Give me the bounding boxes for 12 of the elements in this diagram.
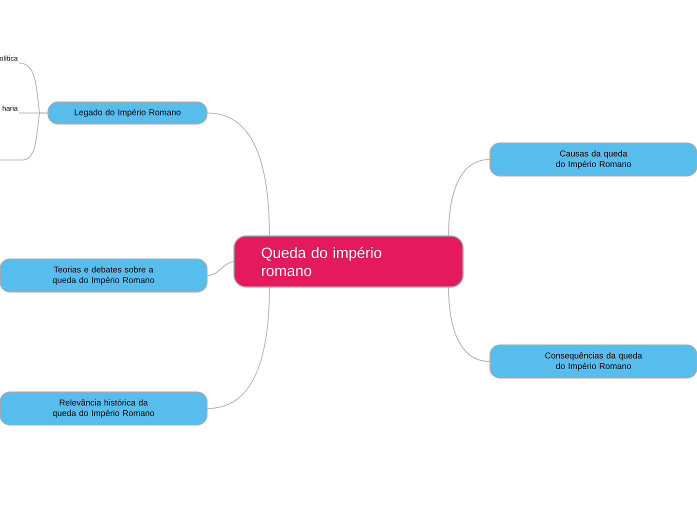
connector-line <box>207 287 270 409</box>
topic-box: Causas da queda do Império Romano <box>490 142 697 176</box>
topic-box: Teorias e debates sobre a queda do Império Romano <box>0 258 208 292</box>
connector-line <box>448 287 490 362</box>
topic-box: Legado do Império Romano <box>48 102 208 124</box>
topic-box: Relevância histórica da queda do Império Romano <box>0 391 208 426</box>
connector-line <box>207 261 234 276</box>
connector-line <box>448 159 490 236</box>
central-topic-box: Queda do império romano <box>233 235 464 288</box>
topic-box: Consequências da queda do Império Romano <box>490 344 697 378</box>
connector-line <box>207 112 270 236</box>
connector-line <box>0 112 48 160</box>
